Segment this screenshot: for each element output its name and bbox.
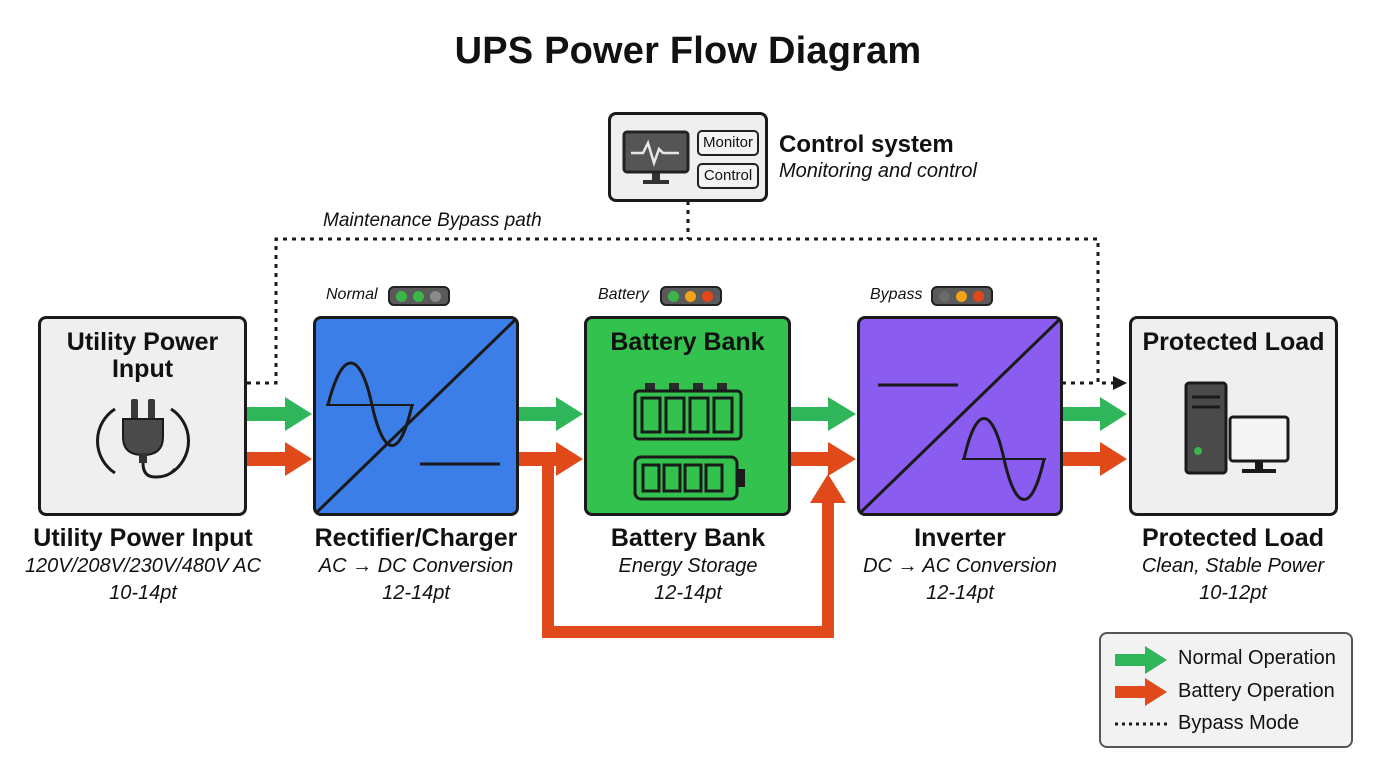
inverter-function: DC → AC Conversion: [863, 555, 1057, 577]
protected-load-box-title: Protected Load: [1142, 328, 1325, 356]
normal-arrow-4: [1062, 397, 1127, 431]
legend-normal-arrow: [1115, 646, 1167, 674]
inverter-block: [857, 316, 1063, 516]
utility-input-size: 10-14pt: [109, 582, 177, 604]
utility-input-voltage: 120V/208V/230V/480V AC: [24, 555, 262, 577]
indicator-lamp: [396, 291, 407, 302]
indicator-lamp: [430, 291, 441, 302]
normal-arrow-3: [790, 397, 856, 431]
indicator-label-bypass: Bypass: [870, 286, 923, 303]
legend-battery-label: Battery Operation: [1178, 680, 1335, 702]
battery-bank-size: 12-14pt: [654, 582, 722, 604]
rectifier-caption: Rectifier/Charger: [314, 524, 518, 552]
battery-icon: [633, 383, 745, 501]
indicator-lamp: [702, 291, 713, 302]
legend: Normal Operation Battery Operation Bypas…: [1099, 632, 1353, 748]
legend-bypass-label: Bypass Mode: [1178, 712, 1300, 734]
indicator-lamp: [685, 291, 696, 302]
battery-arrows: [247, 442, 1127, 476]
indicator-lamp: [939, 291, 950, 302]
utility-input-caption: Utility Power Input: [33, 524, 253, 552]
bypass-arrowhead: [1113, 376, 1127, 390]
legend-swatches: [1115, 646, 1167, 726]
inverter-size: 12-14pt: [926, 582, 994, 604]
indicator-bypass: [931, 286, 993, 306]
rectifier-function: AC → DC Conversion: [318, 555, 514, 577]
plug-icon: [96, 399, 190, 479]
dc-to-ac-icon: [860, 319, 1060, 513]
control-system-panel: Monitor Control: [608, 112, 768, 202]
diagram-title: UPS Power Flow Diagram: [454, 30, 922, 72]
ac-to-dc-icon: [316, 319, 516, 513]
battery-bank-caption: Battery Bank: [610, 524, 766, 552]
protected-load-function: Clean, Stable Power: [1141, 555, 1325, 577]
indicator-lamp: [956, 291, 967, 302]
inverter-caption: Inverter: [914, 524, 1006, 552]
protected-load-block: Protected Load: [1129, 316, 1338, 516]
legend-battery-arrow: [1115, 678, 1167, 706]
indicator-lamp: [973, 291, 984, 302]
indicator-lamp: [413, 291, 424, 302]
indicator-lamp: [668, 291, 679, 302]
bypass-path-label: Maintenance Bypass path: [323, 210, 542, 231]
indicator-battery: [660, 286, 722, 306]
normal-arrow-1: [247, 397, 312, 431]
utility-input-box-title: Utility Power Input: [66, 328, 219, 383]
battery-arrow-4: [1062, 442, 1127, 476]
indicator-label-normal: Normal: [326, 286, 378, 303]
battery-arrow-3: [790, 442, 856, 476]
battery-bank-box-title: Battery Bank: [610, 328, 765, 356]
monitor-button[interactable]: Monitor: [697, 130, 759, 156]
utility-input-block: Utility Power Input: [38, 316, 247, 516]
battery-bank-function: Energy Storage: [618, 555, 758, 577]
monitor-icon: [622, 130, 690, 184]
rectifier-block: [313, 316, 519, 516]
computer-icon: [1184, 381, 1290, 475]
indicator-normal: [388, 286, 450, 306]
rectifier-size: 12-14pt: [382, 582, 450, 604]
protected-load-size: 10-12pt: [1199, 582, 1267, 604]
battery-loop-path: [542, 458, 834, 638]
legend-normal-label: Normal Operation: [1178, 647, 1336, 669]
normal-arrows: [247, 397, 1127, 431]
control-system-title: Control system: [779, 131, 954, 158]
battery-arrow-2: [518, 442, 583, 476]
battery-bank-block: Battery Bank: [584, 316, 791, 516]
indicator-label-battery: Battery: [598, 286, 649, 303]
battery-arrow-1: [247, 442, 312, 476]
protected-load-caption: Protected Load: [1142, 524, 1324, 552]
control-system-subtitle: Monitoring and control: [779, 160, 977, 182]
normal-arrow-2: [518, 397, 583, 431]
control-button[interactable]: Control: [697, 163, 759, 189]
battery-loop-arrowhead: [810, 474, 846, 503]
